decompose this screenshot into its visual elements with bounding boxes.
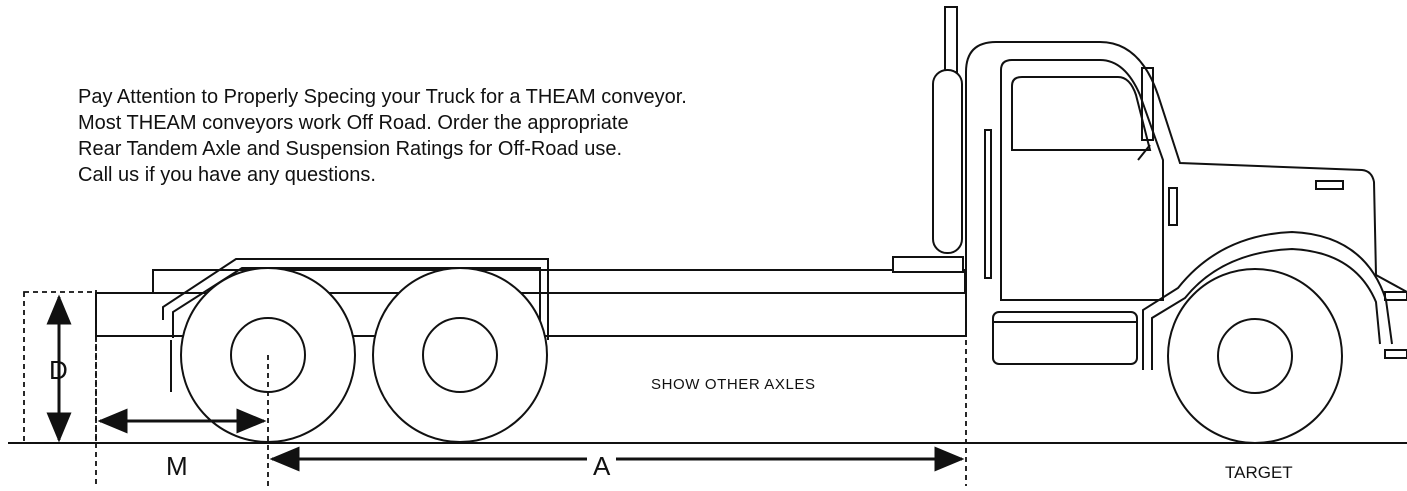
- platform-bar: [892, 256, 964, 273]
- fuel-tank: [992, 311, 1138, 365]
- fender-outer: [162, 258, 549, 340]
- exhaust-stack: [932, 69, 963, 254]
- cab-body: [965, 41, 1407, 300]
- front-fender: [1142, 230, 1393, 370]
- front-fender-inner: [1151, 247, 1381, 370]
- cab-door: [1000, 59, 1164, 301]
- rear-hub-2: [422, 317, 498, 393]
- spec-note: Pay Attention to Properly Specing your T…: [78, 84, 938, 188]
- door-handle-vertical: [984, 129, 992, 279]
- step: [1384, 349, 1407, 359]
- target-link[interactable]: TARGET: [1225, 463, 1293, 482]
- fender-inner: [172, 267, 541, 338]
- show-other-axles-button[interactable]: SHOW OTHER AXLES: [651, 376, 816, 393]
- note-line: Rear Tandem Axle and Suspension Ratings …: [78, 138, 623, 160]
- front-hub: [1217, 318, 1293, 394]
- door-pillar: [1141, 67, 1154, 141]
- exhaust-pipe: [944, 6, 958, 73]
- dimension-a-label: A: [587, 451, 617, 482]
- note-line: Most THEAM conveyors work Off Road. Orde…: [78, 112, 629, 134]
- rear-wheel-2: [372, 267, 548, 443]
- cab-window: [1011, 76, 1152, 151]
- note-line: Pay Attention to Properly Specing your T…: [78, 86, 687, 108]
- note-line: Call us if you have any questions.: [78, 164, 376, 186]
- side-light: [1168, 187, 1178, 226]
- hood-vent: [1315, 180, 1344, 190]
- bumper: [1384, 291, 1407, 301]
- mirror-arm: [1137, 144, 1151, 161]
- dimension-d-label: D: [49, 355, 68, 385]
- frame-height-box: [23, 291, 97, 444]
- dimension-m-label: M: [166, 451, 188, 481]
- front-wheel: [1167, 268, 1343, 444]
